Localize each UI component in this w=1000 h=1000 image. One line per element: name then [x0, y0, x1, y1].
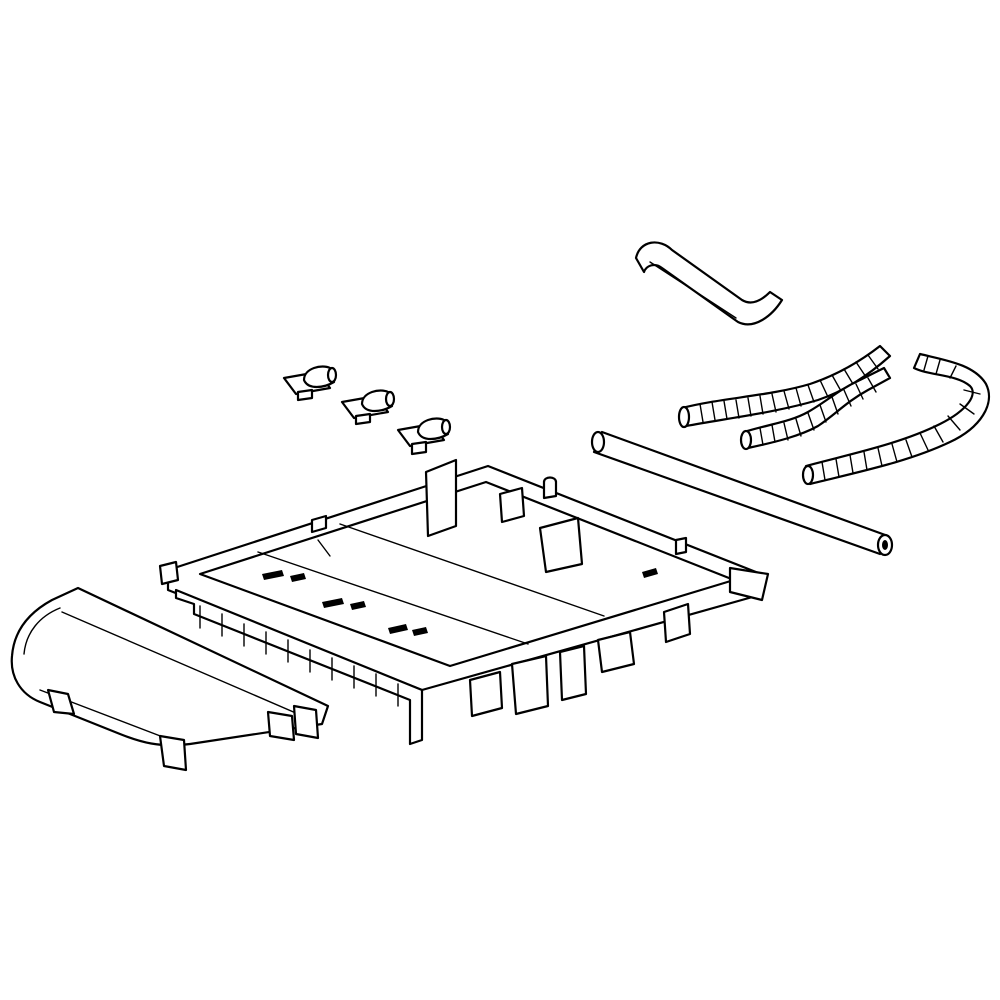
base-frame-icon [158, 458, 770, 746]
cover-panel-icon [10, 586, 330, 772]
corrugated-hose-icon [677, 344, 892, 429]
corrugated-hose-icon [739, 366, 892, 451]
corrugated-hose-icon [801, 352, 991, 486]
valve-icon [282, 365, 338, 402]
tube-icon [590, 430, 894, 557]
bent-hose-icon [634, 241, 784, 326]
valve-icon [396, 417, 452, 456]
valve-icon [340, 389, 396, 426]
